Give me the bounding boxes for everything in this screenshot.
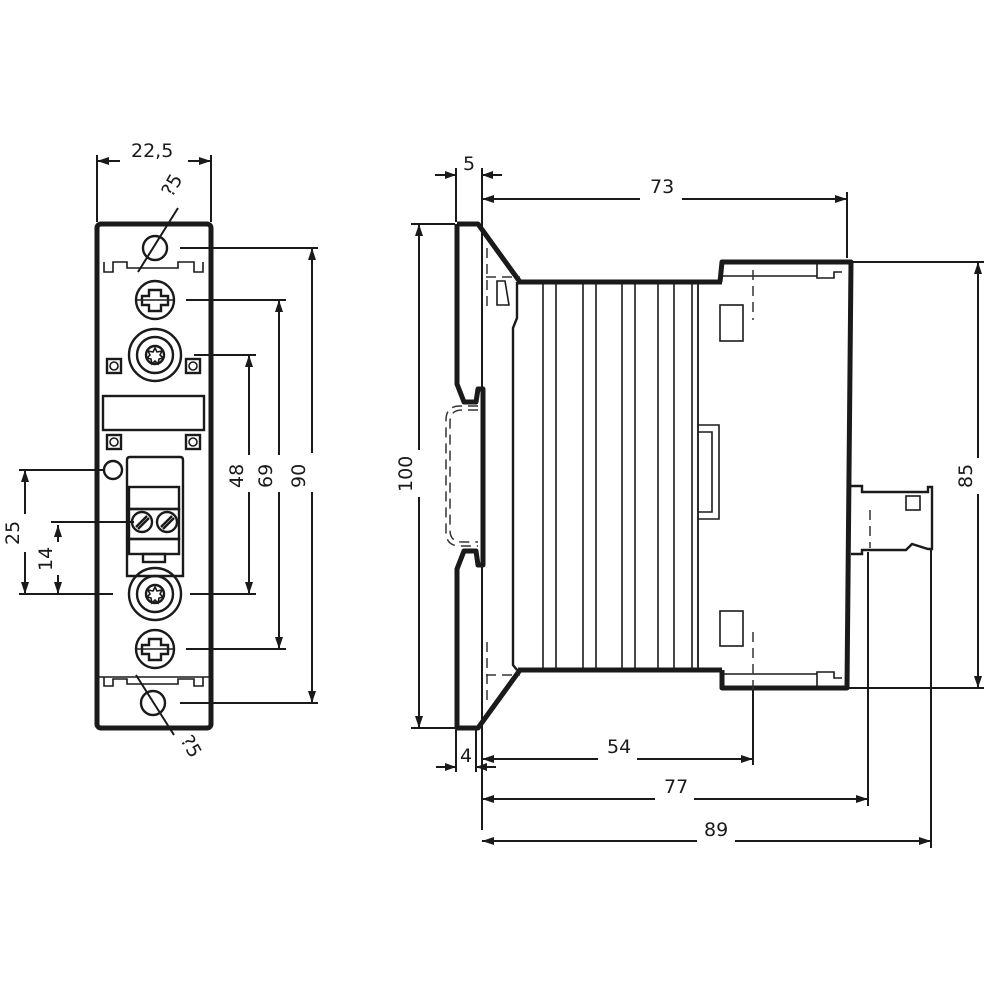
rail-clip-5-label: 5 xyxy=(463,153,475,175)
control-screw-14-label: 14 xyxy=(35,547,57,571)
width-22-5-label: 22,5 xyxy=(131,140,173,162)
led-square-tl xyxy=(105,357,123,375)
led-square-bl xyxy=(105,433,123,451)
depth-73-label: 73 xyxy=(650,176,674,198)
led-square-br xyxy=(184,433,202,451)
depth-54-label: 54 xyxy=(607,736,631,758)
rail-plate-outline xyxy=(454,221,523,731)
control-offset-25-label: 25 xyxy=(2,521,24,545)
mid-bracket xyxy=(698,424,720,520)
depth-89-label: 89 xyxy=(704,819,728,841)
bottom-clip xyxy=(97,676,211,717)
front-view: ?5 ?5 22,5 90 69 48 xyxy=(2,140,318,762)
status-led-icon xyxy=(102,459,124,481)
body-window-bottom xyxy=(719,610,744,647)
side-view: 5 73 100 85 4 xyxy=(395,153,984,848)
height-48-label: 48 xyxy=(226,464,248,488)
mounting-hole-top xyxy=(141,234,169,262)
height-69-label: 69 xyxy=(255,464,277,488)
top-clip xyxy=(103,234,204,273)
relay-body-outline xyxy=(717,259,854,691)
height-100-label: 100 xyxy=(395,456,417,492)
height-85-label: 85 xyxy=(955,464,977,488)
din-rail-profile xyxy=(445,405,478,547)
latch-top xyxy=(496,280,510,306)
control-terminal-block xyxy=(125,455,185,578)
hole-bottom-diameter-label: ?5 xyxy=(176,732,206,762)
screw-bottom-phillips-icon xyxy=(134,628,176,670)
mounting-hole-bottom xyxy=(139,689,167,717)
control-plug xyxy=(851,484,934,556)
height-90-label: 90 xyxy=(288,464,310,488)
depth-77-label: 77 xyxy=(664,776,688,798)
front-housing-outline xyxy=(94,221,214,731)
heatsink-fins xyxy=(542,284,699,668)
hole-top-diameter-label: ?5 xyxy=(157,170,187,200)
led-square-tr xyxy=(184,357,202,375)
body-window-top xyxy=(719,304,744,342)
foot-4-label: 4 xyxy=(460,745,472,767)
terminal-top-torx-icon xyxy=(127,327,183,383)
label-window xyxy=(101,394,206,432)
terminal-bottom-torx-icon xyxy=(127,566,183,622)
control-screw-2-icon xyxy=(155,510,179,534)
screw-top-phillips-icon xyxy=(134,279,176,321)
